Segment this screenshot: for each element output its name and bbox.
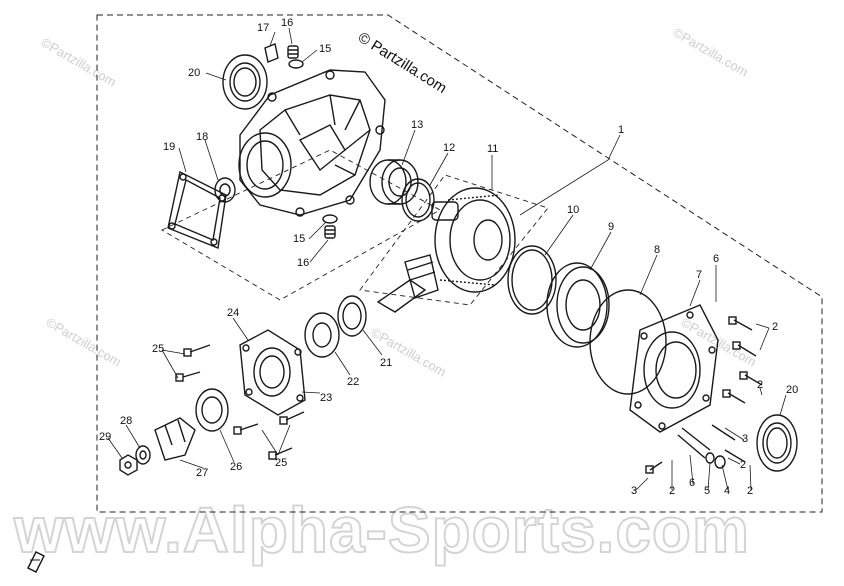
part-9-bearing bbox=[546, 262, 610, 348]
callout-28: 28 bbox=[120, 415, 132, 427]
main-housing bbox=[238, 69, 386, 217]
callout-12: 12 bbox=[443, 142, 455, 154]
part-17-clip bbox=[264, 43, 279, 63]
callout-2-c: 2 bbox=[740, 459, 746, 471]
part-2-bolts bbox=[645, 316, 763, 474]
callout-2-a: 2 bbox=[772, 321, 778, 333]
callout-27: 27 bbox=[196, 467, 208, 479]
watermark-mid-left: ©Partzilla.com bbox=[44, 315, 124, 370]
part-15-washer-top bbox=[288, 59, 304, 69]
callout-2-b: 2 bbox=[757, 379, 763, 391]
callout-15-bottom: 15 bbox=[293, 233, 305, 245]
callout-8: 8 bbox=[654, 244, 660, 256]
part-16-plug-bottom bbox=[324, 225, 336, 239]
callout-numbers: 1 11 12 13 10 9 8 7 6 17 16 15 20 19 18 … bbox=[99, 17, 798, 497]
part-16-plug-top bbox=[287, 45, 299, 59]
callout-18: 18 bbox=[196, 131, 208, 143]
part-13-bearing bbox=[369, 159, 419, 205]
watermark-top-left: ©Partzilla.com bbox=[39, 35, 119, 90]
subassembly-outlines bbox=[161, 149, 549, 306]
part-8-oring bbox=[589, 289, 667, 395]
callout-16-bottom: 16 bbox=[297, 257, 309, 269]
part-18-bearing bbox=[214, 177, 236, 203]
callout-21: 21 bbox=[380, 357, 392, 369]
pinion-gear bbox=[376, 254, 439, 313]
front-marker-icon bbox=[27, 551, 45, 573]
part-20-seal-lower bbox=[756, 414, 798, 472]
part-7-cover bbox=[629, 304, 719, 433]
callout-6-top: 6 bbox=[713, 253, 719, 265]
part-15-washer-bottom bbox=[322, 214, 338, 224]
watermark-mid-center: ©Partzilla.com bbox=[369, 325, 449, 380]
callout-7: 7 bbox=[696, 269, 702, 281]
watermark-footer: www.Alpha-Sports.com bbox=[13, 494, 750, 566]
callout-16-top: 16 bbox=[281, 17, 293, 29]
part-22-bearing bbox=[304, 312, 340, 358]
callout-10: 10 bbox=[567, 204, 579, 216]
callout-26: 26 bbox=[230, 461, 242, 473]
callout-23: 23 bbox=[320, 392, 332, 404]
callout-29: 29 bbox=[99, 431, 111, 443]
callout-22: 22 bbox=[347, 376, 359, 388]
callout-15-top: 15 bbox=[319, 43, 331, 55]
part-28-washer bbox=[135, 445, 151, 465]
callout-13: 13 bbox=[411, 119, 423, 131]
part-11-ring-gear bbox=[431, 187, 516, 293]
watermark-layer: ©Partzilla.com ©Partzilla.com ©Partzilla… bbox=[12, 25, 759, 567]
callout-20-bottom: 20 bbox=[786, 384, 798, 396]
callout-1: 1 bbox=[618, 124, 624, 136]
part-10-oring bbox=[507, 245, 557, 315]
callout-9: 9 bbox=[608, 221, 614, 233]
callout-3-b: 3 bbox=[631, 485, 637, 497]
part-25-bolts bbox=[175, 344, 305, 460]
callout-25-left: 25 bbox=[152, 343, 164, 355]
callout-20-top: 20 bbox=[188, 67, 200, 79]
assembly-boundary bbox=[96, 14, 823, 513]
callout-25-bottom: 25 bbox=[275, 457, 287, 469]
callout-2-e: 2 bbox=[747, 485, 753, 497]
callout-2-d: 2 bbox=[669, 485, 675, 497]
part-27-yoke bbox=[154, 417, 196, 461]
callout-6: 6 bbox=[689, 477, 695, 489]
callout-24: 24 bbox=[227, 307, 239, 319]
callout-4: 4 bbox=[724, 485, 730, 497]
part-29-nut bbox=[119, 454, 138, 476]
part-12-ring bbox=[401, 178, 435, 222]
part-19-gasket bbox=[167, 170, 227, 249]
callout-17: 17 bbox=[257, 22, 269, 34]
part-20-seal-upper bbox=[222, 54, 268, 110]
leader-lines bbox=[107, 27, 787, 491]
watermark-top-right: ©Partzilla.com bbox=[671, 25, 751, 80]
callout-19: 19 bbox=[163, 141, 175, 153]
part-26-seal bbox=[195, 388, 229, 432]
partzilla-brand: © Partzilla.com bbox=[355, 29, 450, 97]
callout-11: 11 bbox=[487, 143, 498, 155]
callout-5: 5 bbox=[704, 485, 710, 497]
part-21-seal bbox=[337, 295, 367, 337]
part-24-flange-housing bbox=[239, 329, 306, 416]
callout-3-a: 3 bbox=[742, 433, 748, 445]
